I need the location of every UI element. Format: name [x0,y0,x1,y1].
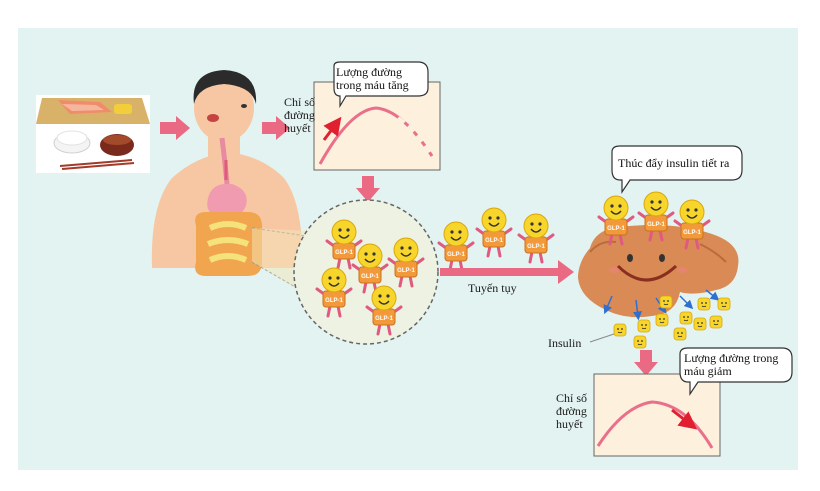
glucose-index-top-line-1: Chỉ số [284,95,316,109]
glucose-index-label-top: Chỉ số đường huyết [284,96,315,135]
meal-tray-icon [36,95,150,173]
bubble-rise [333,61,429,109]
arrow-person-to-graph [262,116,290,140]
bubble-fall-line-1: Lượng đường trong [684,351,779,365]
intestine-icon [195,212,262,276]
bubble-rise-text: Lượng đường trong máu tăng [336,66,409,92]
bubble-fall-text: Lượng đường trong máu giảm [684,352,778,378]
person-digestive-icon [151,70,303,276]
glp1-zoom-circle [293,199,439,345]
arrow-to-pancreas [440,260,574,284]
bubble-rise-line-2: trong máu tăng [336,78,409,92]
glucose-index-bottom-line-3: huyết [556,417,583,431]
insulin-label: Insulin [548,336,582,350]
glucose-index-top-line-3: huyết [284,121,311,135]
insulin-pointer [589,333,615,343]
glucose-index-label-bottom: Chỉ số đường huyết [556,392,587,431]
glucose-index-bottom-line-2: đường [556,404,587,418]
pancreas-arrow-label: Tuyến tụy [468,281,517,295]
bubble-fall [679,347,793,396]
rise-arrow-icon [322,116,342,141]
arrow-graph-to-cells [356,176,380,202]
bubble-rise-line-1: Lượng đường [336,65,403,79]
glucose-rise-graph [313,81,441,171]
bubble-insulin [611,145,743,194]
bubble-insulin-text: Thúc đẩy insulin tiết ra [618,156,730,170]
insulin-release [603,289,731,349]
bubble-fall-line-2: máu giảm [684,364,732,378]
arrow-to-bottom-graph [634,350,658,376]
glucose-index-bottom-line-1: Chỉ số [556,391,588,405]
arrow-meal-to-person [160,116,190,140]
fall-arrow-icon [671,408,698,430]
glucose-fall-graph [593,373,721,457]
glucose-index-top-line-2: đường [284,108,315,122]
